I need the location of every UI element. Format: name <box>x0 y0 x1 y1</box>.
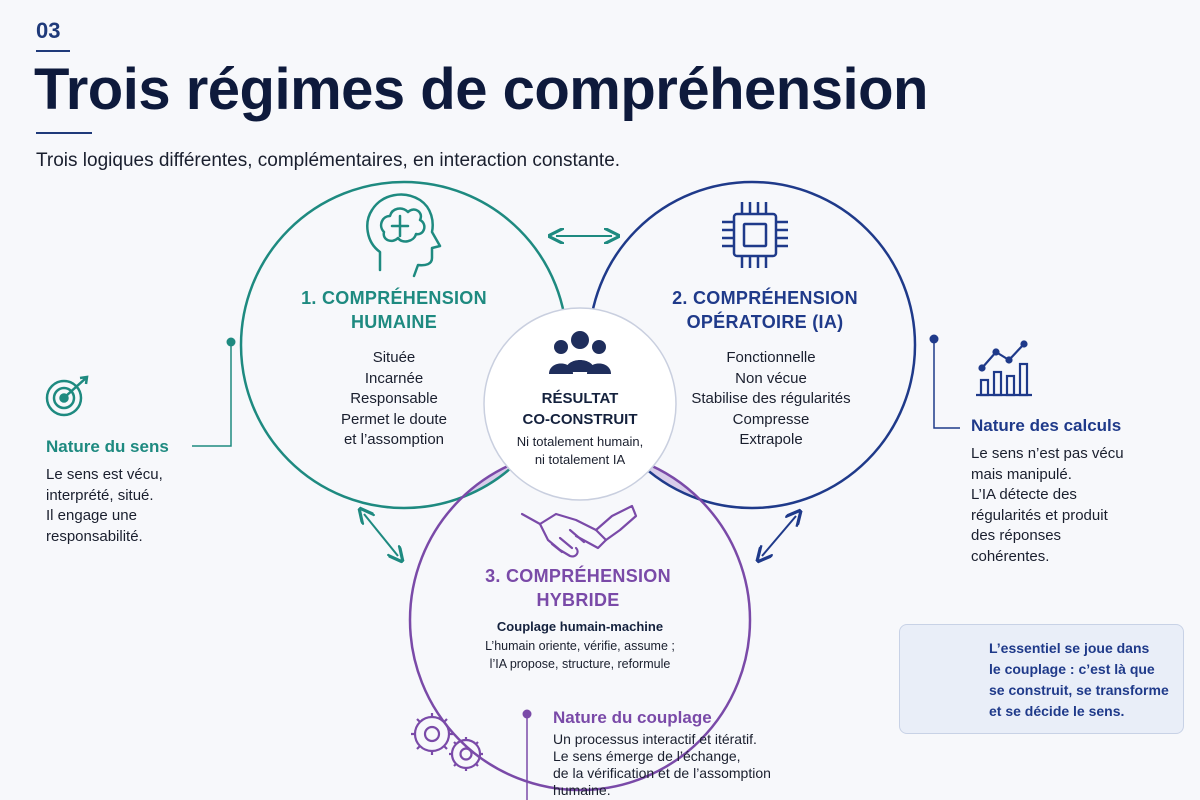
bottom-connector <box>522 709 532 800</box>
left-panel-line: responsabilité. <box>46 527 143 545</box>
bottom-panel-line: humaine. <box>553 782 611 798</box>
chart-icon <box>976 340 1032 397</box>
right-panel-line: L’IA détecte des <box>971 486 1077 503</box>
hybrid-coupling-label: Couplage humain-machine <box>496 619 664 634</box>
ia-circle-title: 2. COMPRÉHENSION OPÉRATOIRE (IA) <box>635 286 895 334</box>
head-brain-icon <box>366 193 442 278</box>
human-circle-title: 1. COMPRÉHENSION HUMAINE <box>264 286 524 334</box>
ia-trait: Stabilise des régularités <box>691 390 851 407</box>
callout-text: L’essentiel se joue dans le couplage : c… <box>989 638 1169 722</box>
bottom-panel-text: Un processus interactif et itératif. Le … <box>553 731 771 799</box>
section-underline <box>36 50 70 52</box>
center-title-line-1: RÉSULTAT <box>541 390 619 407</box>
right-panel-line: Le sens n’est pas vécu <box>971 445 1124 462</box>
human-title-line-2: HUMAINE <box>350 312 438 332</box>
target-icon <box>45 375 89 417</box>
page-title: Trois régimes de compréhension <box>34 57 928 122</box>
left-connector <box>192 337 236 447</box>
right-panel-line: régularités et produit <box>971 506 1108 524</box>
ia-trait: Fonctionnelle <box>726 349 816 366</box>
arrow-ia-hybrid <box>762 516 796 556</box>
center-subtitle: Ni totalement humain, ni totalement IA <box>490 433 670 469</box>
left-panel-text: Le sens est vécu, interprété, situé. Il … <box>46 465 163 547</box>
ia-trait: Extrapole <box>739 431 803 448</box>
center-title: RÉSULTAT CO-CONSTRUIT <box>490 388 670 430</box>
right-connector <box>929 334 960 429</box>
human-trait: Responsable <box>350 390 438 407</box>
callout-line: le couplage : c’est là que <box>989 661 1155 677</box>
right-panel-line: cohérentes. <box>971 547 1050 565</box>
human-trait: et l’assomption <box>343 431 445 448</box>
ia-title-line-2: OPÉRATOIRE (IA) <box>686 312 844 332</box>
right-panel-line: des réponses <box>971 527 1062 544</box>
callout-line: se construit, se transforme <box>989 682 1169 698</box>
human-trait: Permet le doute <box>341 410 447 428</box>
page-subtitle: Trois logiques différentes, complémentai… <box>36 150 621 171</box>
right-panel-text: Le sens n’est pas vécu mais manipulé. L’… <box>971 444 1124 567</box>
hybrid-circle-title: 3. COMPRÉHENSION HYBRIDE <box>448 564 708 612</box>
arrow-human-hybrid <box>364 514 398 556</box>
hybrid-traits-list: L’humain oriente, vérifie, assume ; l’IA… <box>460 637 700 673</box>
hybrid-trait: l’IA propose, structure, reformule <box>489 657 671 671</box>
ia-title-line-1: 2. COMPRÉHENSION <box>672 288 858 308</box>
center-circle <box>483 307 677 501</box>
ia-trait: Non vécue <box>735 369 807 387</box>
callout-box <box>899 624 1184 734</box>
right-panel-heading: Nature des calculs <box>971 416 1122 435</box>
human-trait: Incarnée <box>364 369 424 387</box>
human-trait: Située <box>372 349 416 366</box>
hybrid-title-line-2: HYBRIDE <box>536 590 620 610</box>
hybrid-title-line-1: 3. COMPRÉHENSION <box>485 566 671 586</box>
left-panel-line: Le sens est vécu, <box>46 466 163 483</box>
ia-trait: Compresse <box>732 410 810 428</box>
callout-line: L’essentiel se joue dans <box>989 640 1150 656</box>
section-number: 03 <box>36 18 61 43</box>
center-sub-line-1: Ni totalement humain, <box>516 434 644 449</box>
bottom-panel-line: de la vérification et de l’assomption <box>553 765 771 781</box>
hybrid-trait: L’humain oriente, vérifie, assume ; <box>485 639 675 653</box>
gears-icon <box>411 713 483 771</box>
human-title-line-1: 1. COMPRÉHENSION <box>301 288 487 308</box>
callout-line: et se décide le sens. <box>989 703 1125 719</box>
chip-icon <box>722 202 788 268</box>
bottom-panel-line: Un processus interactif et itératif. <box>553 731 757 747</box>
people-group-icon <box>549 331 611 374</box>
bottom-panel-line: Le sens émerge de l’échange, <box>553 748 741 764</box>
left-panel-line: interprété, situé. <box>46 486 154 504</box>
human-traits-list: Située Incarnée Responsable Permet le do… <box>264 348 524 451</box>
left-panel-heading: Nature du sens <box>46 437 169 456</box>
ia-traits-list: Fonctionnelle Non vécue Stabilise des ré… <box>641 348 901 451</box>
left-panel-line: Il engage une <box>46 507 137 524</box>
bottom-panel-heading: Nature du couplage <box>553 708 712 727</box>
title-underline <box>36 132 92 134</box>
center-title-line-2: CO-CONSTRUIT <box>522 411 638 428</box>
center-sub-line-2: ni totalement IA <box>534 452 626 467</box>
right-panel-line: mais manipulé. <box>971 465 1072 483</box>
handshake-icon <box>520 504 638 558</box>
